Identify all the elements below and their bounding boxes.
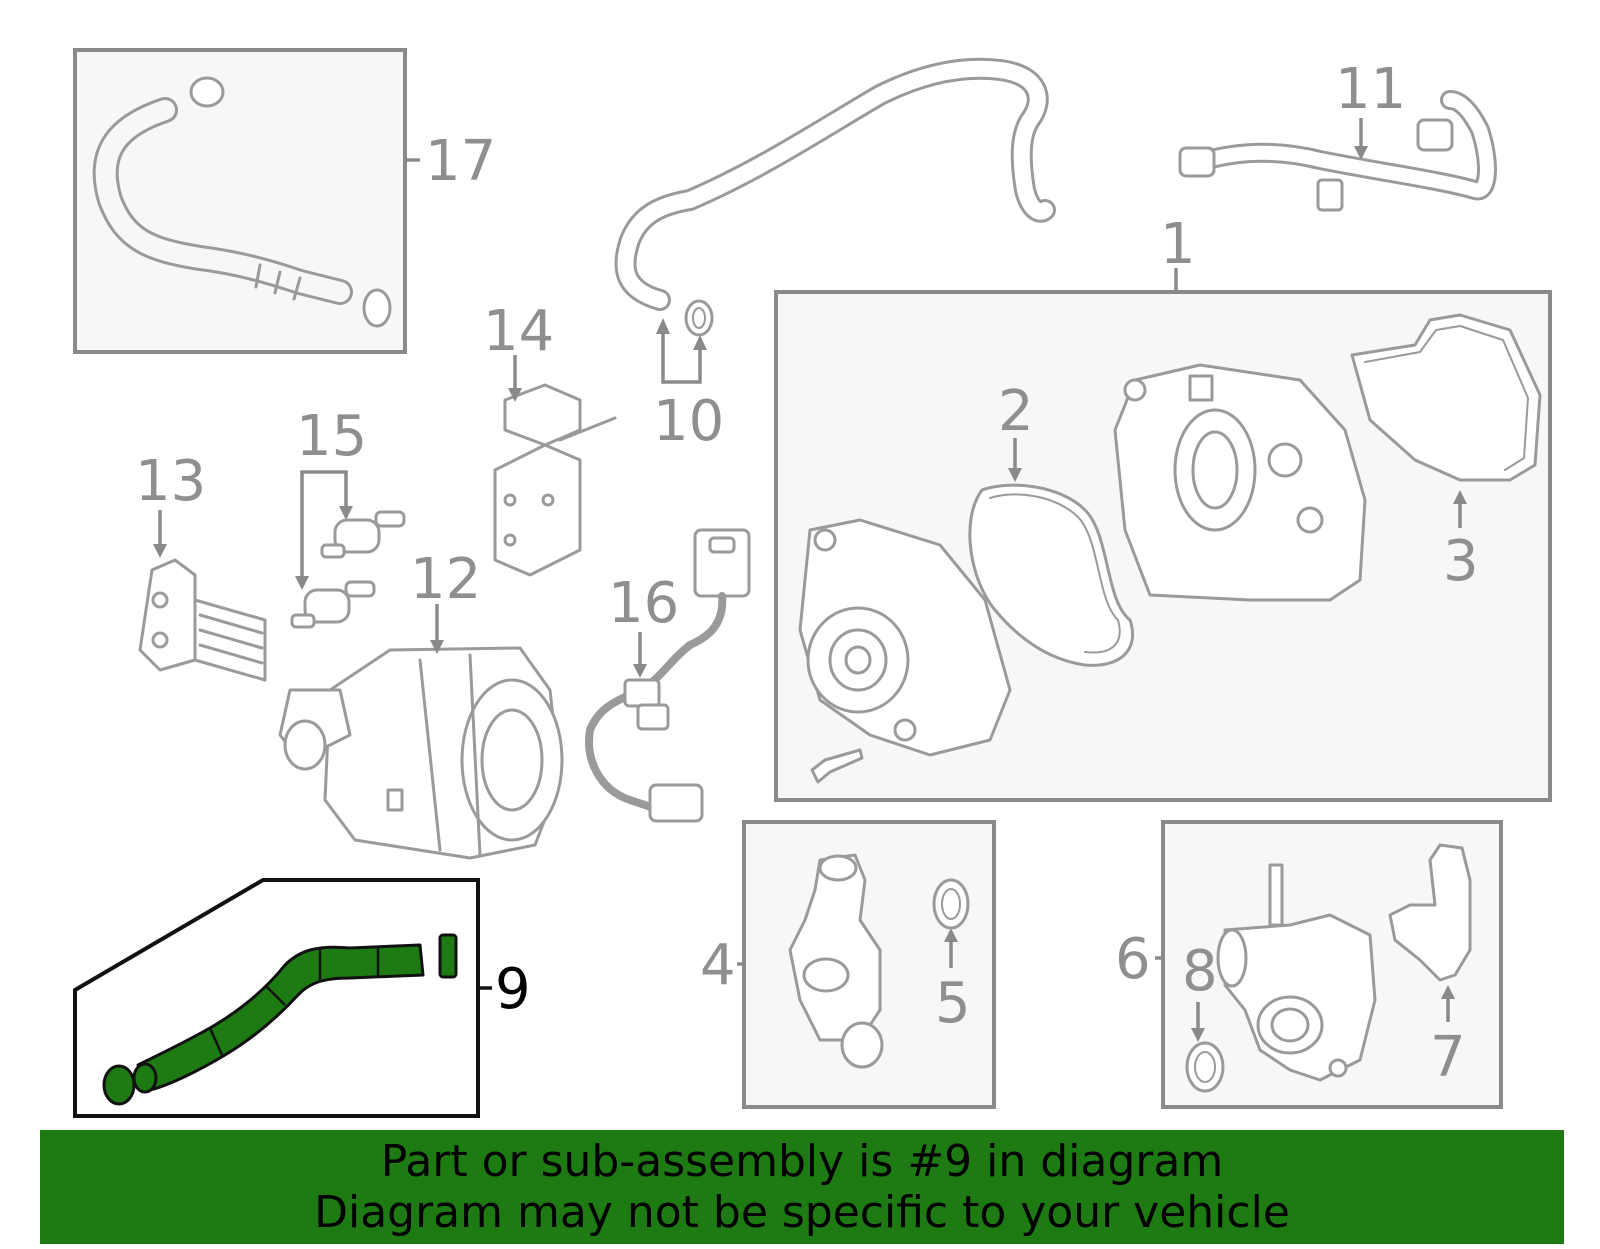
info-banner: Part or sub-assembly is #9 in diagram Di… xyxy=(40,1130,1564,1244)
part-8-o-ring[interactable] xyxy=(1185,1041,1225,1093)
part-9-hose[interactable] xyxy=(102,933,458,1106)
banner-line-1: Part or sub-assembly is #9 in diagram xyxy=(380,1136,1224,1187)
part-11-pipe[interactable] xyxy=(1178,90,1497,212)
callout-1: 1 xyxy=(1160,212,1196,277)
callout-14: 14 xyxy=(483,299,554,364)
callout-10: 10 xyxy=(653,389,724,454)
callout-8: 8 xyxy=(1182,939,1218,1004)
callout-7: 7 xyxy=(1430,1025,1466,1090)
part-16-harness[interactable] xyxy=(585,528,751,823)
part-1-water-pump[interactable] xyxy=(798,518,1012,784)
callout-15: 15 xyxy=(296,404,367,469)
banner-line-2: Diagram may not be specific to your vehi… xyxy=(314,1187,1290,1238)
part-17-hose[interactable] xyxy=(92,76,392,328)
part-2-gasket[interactable] xyxy=(968,483,1135,667)
part-15-valves[interactable] xyxy=(290,510,406,629)
callout-17: 17 xyxy=(425,129,496,194)
callout-6: 6 xyxy=(1115,927,1151,992)
callout-11: 11 xyxy=(1335,57,1406,122)
callout-2: 2 xyxy=(998,379,1034,444)
part-12-pump[interactable] xyxy=(278,646,564,860)
callout-13: 13 xyxy=(135,449,206,514)
part-7-gasket[interactable] xyxy=(1388,843,1472,982)
callout-4: 4 xyxy=(700,933,736,998)
part-4-outlet[interactable] xyxy=(788,853,884,1069)
part-14-bracket[interactable] xyxy=(493,383,617,577)
box-part-17 xyxy=(73,48,407,354)
callout-5: 5 xyxy=(935,971,971,1036)
callout-9: 9 xyxy=(495,957,531,1022)
callout-16: 16 xyxy=(608,571,679,636)
part-10-pipe[interactable] xyxy=(614,57,1056,337)
part-6-thermostat-housing[interactable] xyxy=(1216,863,1377,1082)
part-3-cover[interactable] xyxy=(1350,313,1542,482)
callout-3: 3 xyxy=(1443,529,1479,594)
part-1-housing[interactable] xyxy=(1113,363,1367,602)
part-13-mount[interactable] xyxy=(138,558,267,682)
part-5-o-ring[interactable] xyxy=(932,878,970,930)
callout-12: 12 xyxy=(410,547,481,612)
